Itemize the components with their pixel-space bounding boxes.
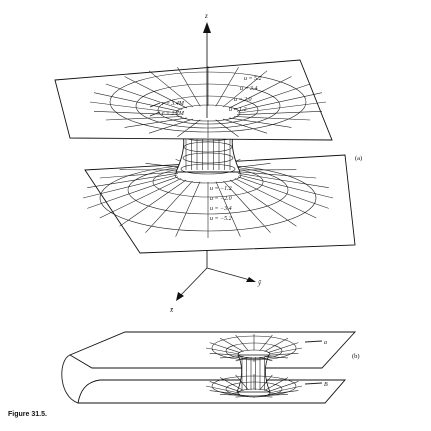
y-axis-arrow [246, 277, 256, 282]
radius-arrow-2 [149, 111, 161, 117]
z-axis-label: z [204, 12, 208, 20]
panel-a-label: (a) [355, 155, 362, 162]
sheet-label-b: B [324, 382, 328, 388]
lower-sheet [82, 154, 356, 254]
radius-label-1: r = 3.4M [162, 100, 185, 107]
x-axis-arrow [176, 292, 184, 301]
sheet-label-a: a [324, 340, 327, 346]
u-label-up-1: u = 5.2 [244, 76, 262, 82]
y-axis-label: ȳ [257, 279, 262, 287]
x-axis [179, 267, 208, 297]
u-label-low-4: u = −5.2 [210, 216, 232, 222]
u-label-low-2: u = −2.0 [210, 196, 232, 202]
x-axis-label: x̄ [169, 306, 174, 314]
panel-b-label: (b) [352, 353, 360, 360]
upper-sheet [54, 59, 333, 141]
z-axis-arrow [203, 22, 211, 33]
radius-label-2: r = 2.7M [162, 111, 185, 117]
figure-caption: Figure 31.5. [8, 411, 47, 418]
y-axis [206, 267, 251, 281]
u-label-low-1: u = −1.2 [210, 186, 232, 192]
u-label-low-3: u = −3.4 [210, 205, 232, 212]
u-label-up-2: u = 3.4 [240, 85, 258, 92]
u-label-up-3: u = 2.0 [234, 97, 252, 103]
folded-sheet [61, 331, 357, 404]
u-label-up-4: u = 1.2 [229, 107, 247, 113]
radius-arrow-1 [149, 102, 161, 108]
